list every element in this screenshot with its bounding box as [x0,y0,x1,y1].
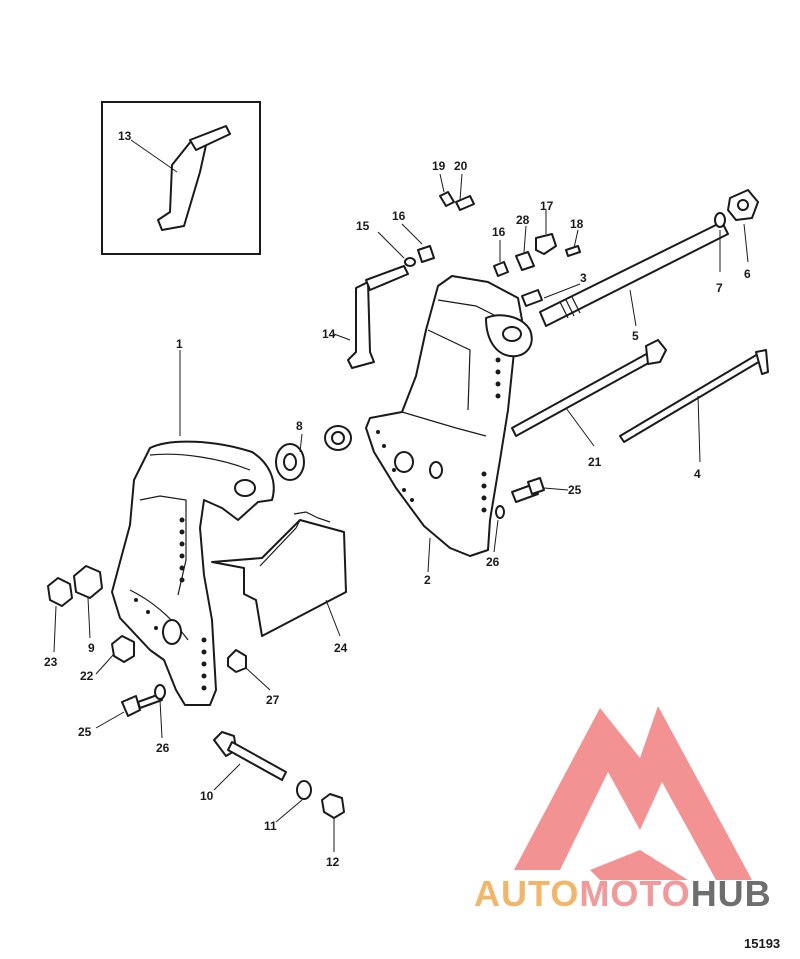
callout-16b: 16 [492,225,506,239]
part-14-lever [333,265,409,369]
callout-25a: 25 [78,725,92,739]
callout-18: 18 [570,217,584,231]
part-4-tilt-pin [619,349,769,463]
callout-14: 14 [322,327,336,341]
figure-number: 15193 [744,936,780,951]
callout-27: 27 [266,693,280,707]
part-15-washer [404,257,416,267]
part-26b-washer [495,505,505,519]
part-27-nut [227,649,247,673]
callout-6: 6 [744,267,751,281]
callout-22: 22 [80,669,94,683]
callout-16a: 16 [392,209,406,223]
part-8-washers [275,425,352,481]
callout-20: 20 [454,159,468,173]
callout-24: 24 [334,641,348,655]
watermark-text-moto: MOTO [579,873,690,914]
part-22-nut [111,635,135,663]
callout-1: 1 [176,337,183,351]
callout-11: 11 [264,819,277,833]
part-21-bolt [511,339,667,447]
part-7-washer [714,212,726,272]
inset-box [101,101,261,255]
callout-5: 5 [632,329,639,343]
part-26a-washer [154,684,166,700]
callout-12: 12 [326,855,340,869]
watermark-text-auto: AUTO [474,873,579,914]
callout-13: 13 [118,129,132,143]
watermark-logo: AUTOMOTOHUB [474,706,772,914]
callout-15: 15 [356,219,370,233]
part-5-tilt-tube [539,221,729,327]
callout-4: 4 [694,467,701,481]
watermark-text: AUTOMOTOHUB [474,873,772,914]
part-24-plate [211,511,347,637]
callout-26a: 26 [156,741,170,755]
callout-23: 23 [44,655,58,669]
part-16a-bushing [417,245,435,263]
callout-7: 7 [716,281,723,295]
part-28-clip [515,251,535,271]
callout-28: 28 [516,213,530,227]
part-19-spring [439,191,455,207]
part-9-nut [73,565,103,599]
small-hardware [377,173,581,307]
callout-26b: 26 [486,555,500,569]
part-17-cam [535,233,557,255]
part-25a-bolt-head [121,695,141,717]
callout-19: 19 [432,159,446,173]
part-18-pin [565,245,581,257]
part-20-pin [455,195,475,211]
part-3-fitting [521,289,543,307]
callout-25b: 25 [568,483,582,497]
watermark-text-hub: HUB [691,873,772,914]
callout-10: 10 [200,789,214,803]
part-6-nut [727,189,759,263]
callout-8: 8 [296,419,303,433]
part-16b-bushing [493,261,509,277]
callout-17: 17 [540,199,554,213]
part-12-nut [321,793,345,819]
callout-2: 2 [424,573,431,587]
callout-3: 3 [580,271,587,285]
hardware-left [47,477,569,852]
callout-9: 9 [88,641,95,655]
part-23-nut [47,577,73,607]
part-1-bracket [111,350,275,706]
part-2-bracket [365,275,533,573]
callout-21: 21 [588,455,602,469]
part-11-washer [296,780,312,800]
callout-labels: 1 2 3 4 5 6 7 8 9 10 11 12 13 14 15 16 1… [44,129,751,869]
